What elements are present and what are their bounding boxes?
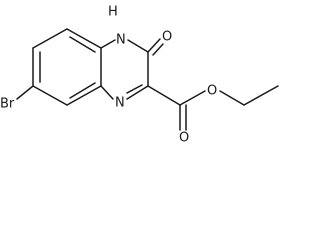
ring-nitrogen-label: N — [115, 96, 125, 111]
bond-lines — [16, 28, 279, 131]
quinoxaline-ester-structure: H N O N Br O O — [0, 5, 279, 146]
nh-hydrogen-label: H — [108, 5, 118, 20]
nh-nitrogen-label: N — [116, 33, 126, 48]
carbonyl-oxygen-label: O — [179, 131, 189, 146]
bromine-label: Br — [0, 97, 15, 112]
atom-labels: H N O N Br O O — [0, 5, 217, 146]
ester-oxygen-label: O — [207, 84, 217, 99]
ketone-oxygen-label: O — [162, 30, 172, 45]
